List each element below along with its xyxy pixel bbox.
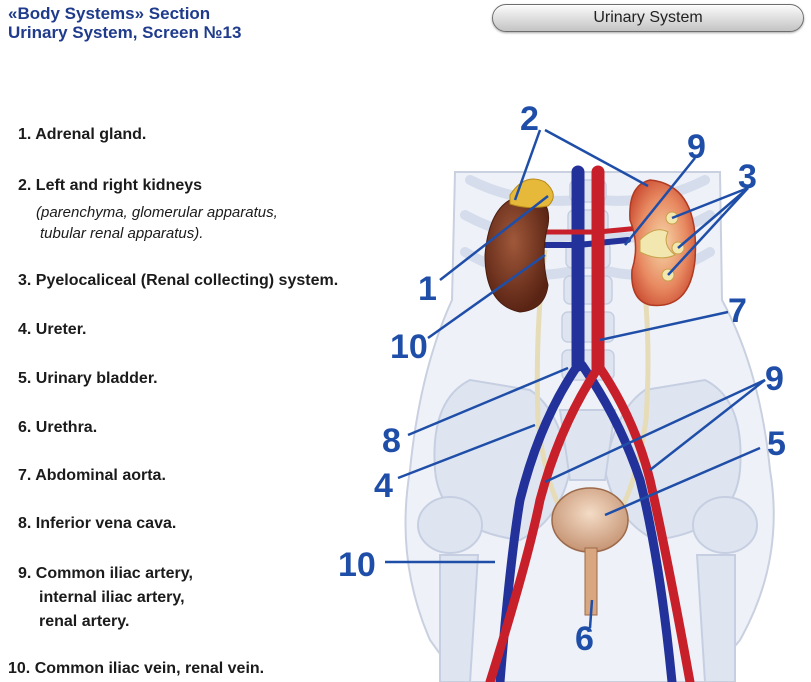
callout-9-top: 9 xyxy=(687,128,706,166)
urinary-bladder xyxy=(551,487,629,553)
section-title: «Body Systems» Section xyxy=(8,4,211,23)
legend-item: 7. Abdominal aorta. xyxy=(18,467,166,484)
callout-9-bottom: 9 xyxy=(765,360,784,398)
legend-item-note: renal artery. xyxy=(39,613,130,630)
callout-1: 1 xyxy=(418,270,437,308)
callout-10-bottom: 10 xyxy=(338,546,376,584)
legend-item: 10. Common iliac vein, renal vein. xyxy=(8,660,265,677)
callout-4: 4 xyxy=(374,467,393,505)
callout-6: 6 xyxy=(575,620,594,658)
legend-item: 9. Common iliac artery, xyxy=(18,565,193,582)
legend-item: 6. Urethra. xyxy=(18,419,98,436)
callout-2: 2 xyxy=(520,100,539,138)
legend-item-note: internal iliac artery, xyxy=(39,589,185,606)
urethra xyxy=(584,547,598,616)
legend-item-note: tubular renal apparatus). xyxy=(40,225,204,242)
callout-7: 7 xyxy=(728,292,747,330)
left-kidney xyxy=(484,194,550,313)
callout-10-top: 10 xyxy=(390,328,428,366)
legend-item: 5. Urinary bladder. xyxy=(18,370,158,387)
legend-item: 8. Inferior vena cava. xyxy=(18,515,177,532)
screen-title: Urinary System, Screen №13 xyxy=(8,23,242,42)
legend-item: 1. Adrenal gland. xyxy=(18,126,147,143)
abdominal-aorta xyxy=(485,165,695,682)
legend-item: 2. Left and right kidneys xyxy=(18,177,203,194)
callout-lines xyxy=(385,128,766,629)
callout-3: 3 xyxy=(738,158,757,196)
legend-item-note: (parenchyma, glomerular apparatus, xyxy=(36,204,278,221)
urinary-system-diagram: 2 9 3 1 10 7 9 8 5 4 10 6 xyxy=(338,100,786,682)
legend-item: 4. Ureter. xyxy=(18,321,87,338)
urinary-system-button[interactable]: Urinary System xyxy=(492,4,804,32)
legend-item: 3. Pyelocaliceal (Renal collecting) syst… xyxy=(18,272,339,289)
screen-header: «Body Systems» Section Urinary System, S… xyxy=(8,4,241,42)
callout-8: 8 xyxy=(382,422,401,460)
callout-5: 5 xyxy=(767,425,786,463)
